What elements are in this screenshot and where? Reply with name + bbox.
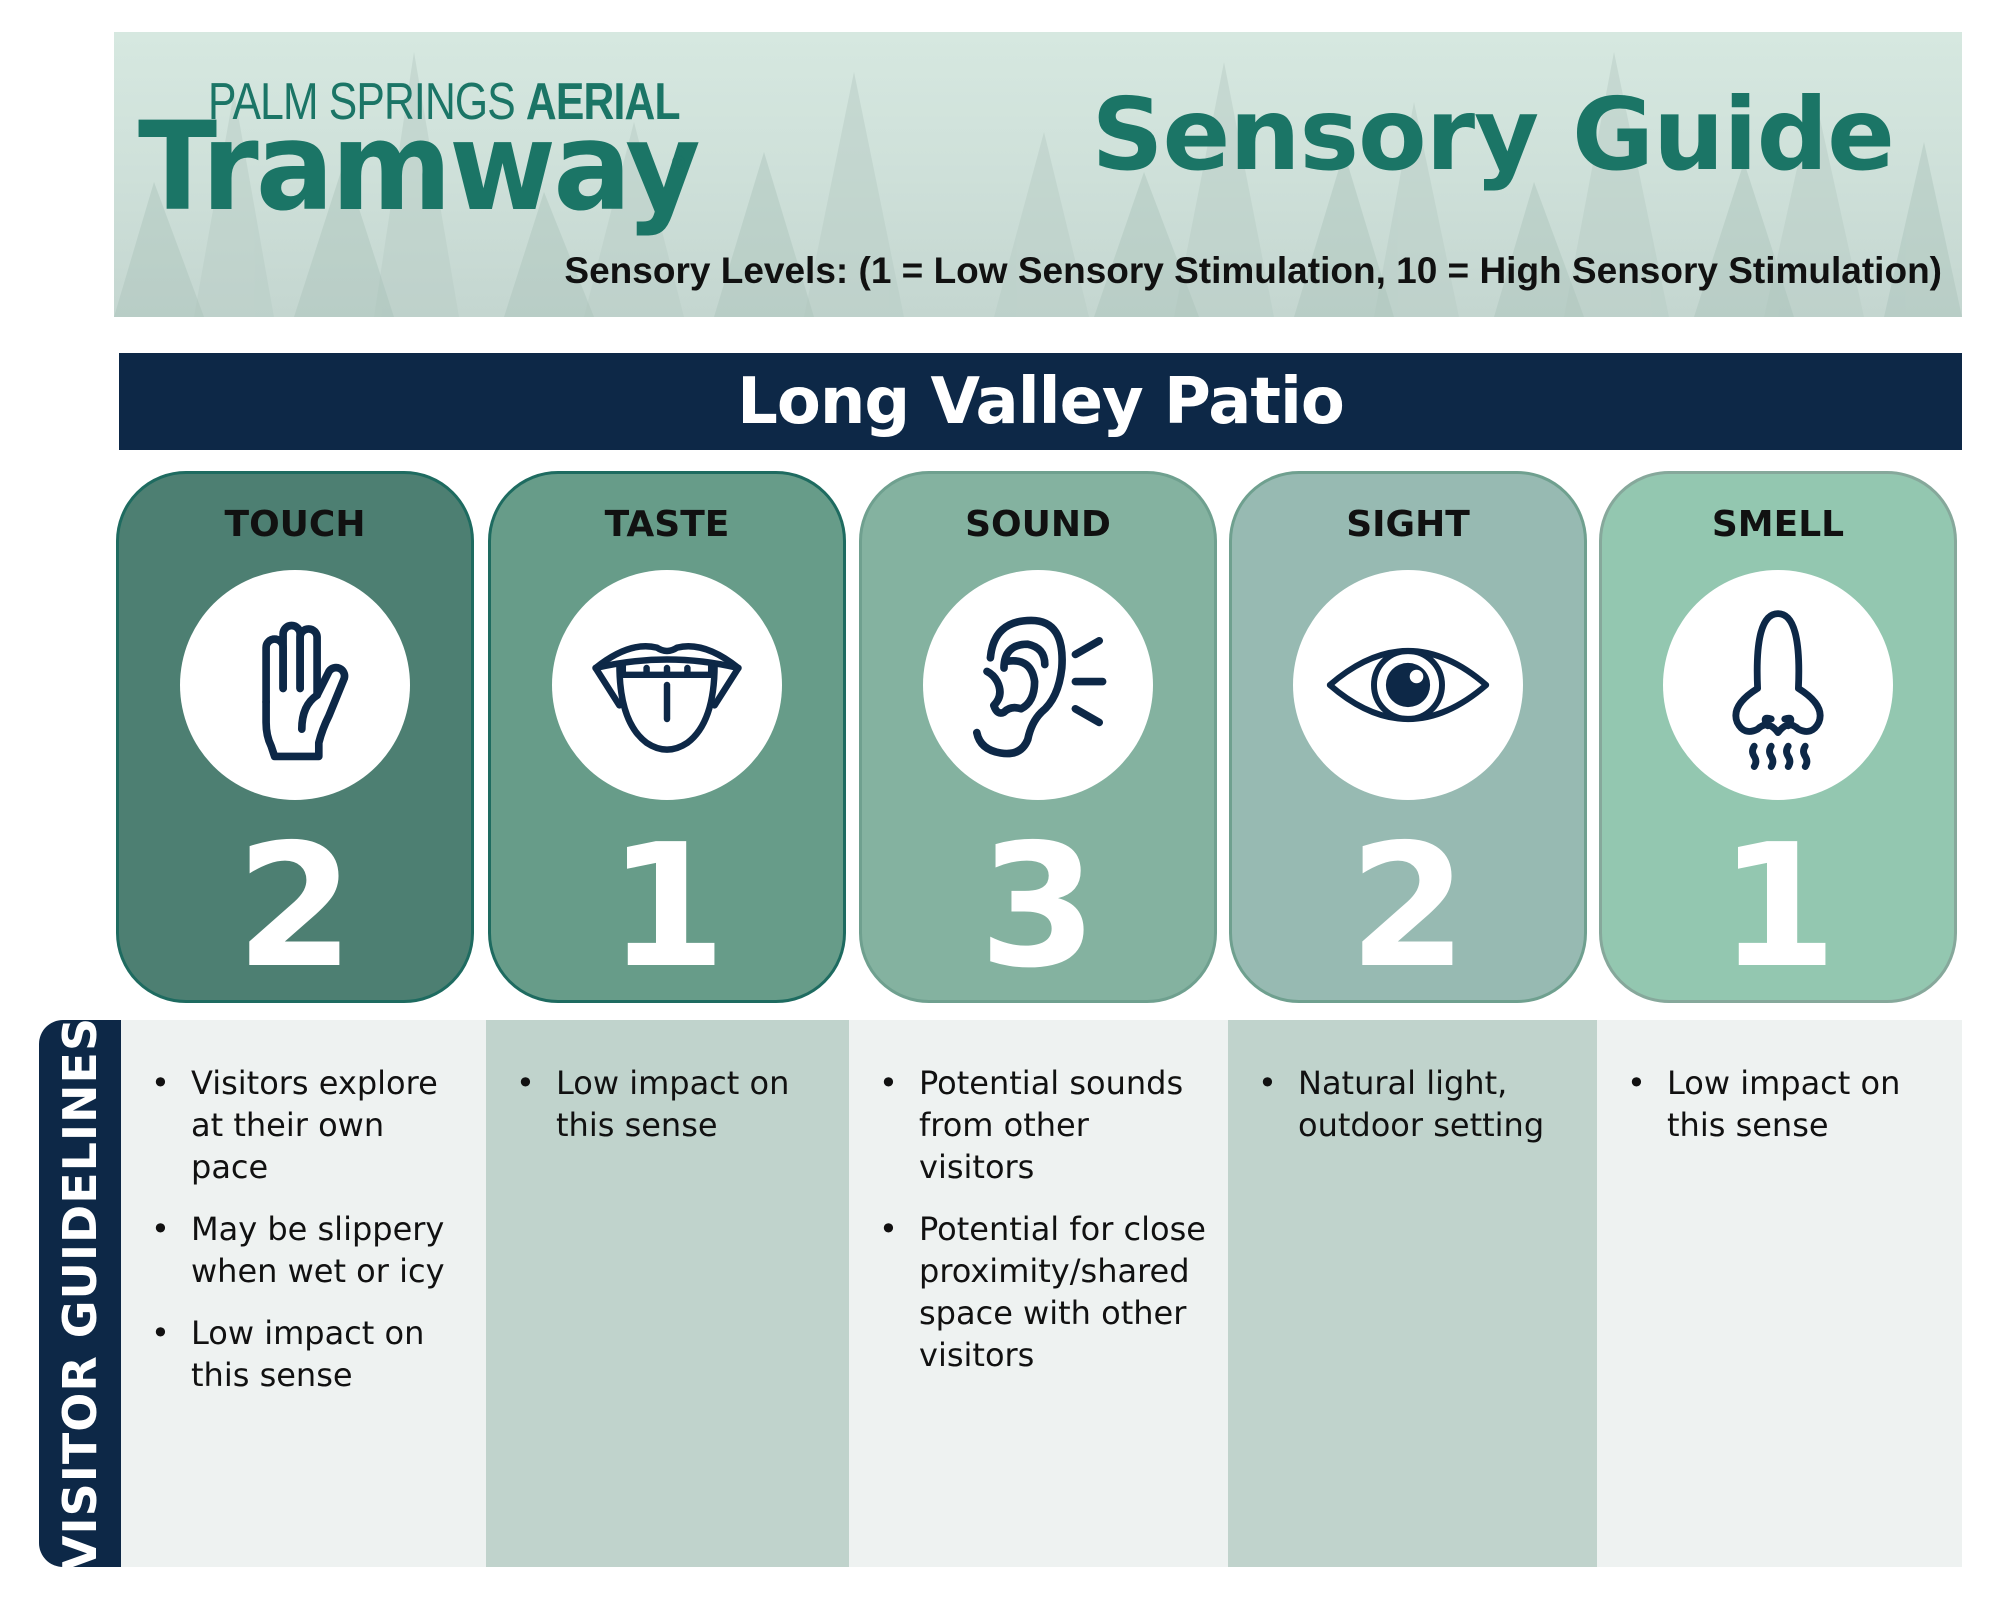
sense-label: SOUND: [965, 504, 1111, 545]
icon-circle: [1293, 570, 1523, 800]
registered-mark: ®: [672, 152, 686, 172]
guidelines-column-sound: •Potential sounds from other visitors •P…: [849, 1020, 1228, 1567]
location-title: Long Valley Patio: [737, 364, 1345, 439]
sense-level: 1: [607, 808, 727, 1006]
tramway-logo: PALM SPRINGS AERIAL Tramway ®: [138, 72, 701, 252]
guidelines-column-taste: •Low impact on this sense: [486, 1020, 849, 1567]
page-title: Sensory Guide: [1091, 76, 1895, 193]
sense-label: SIGHT: [1346, 504, 1470, 545]
guideline-item: •Potential for close proximity/shared sp…: [879, 1210, 1206, 1374]
icon-circle: [180, 570, 410, 800]
ear-icon: [972, 616, 1107, 758]
sense-level: 2: [235, 808, 355, 1006]
location-bar: Long Valley Patio: [119, 353, 1962, 450]
guideline-item: •Visitors explore at their own pace: [151, 1064, 438, 1186]
icon-circle: [552, 570, 782, 800]
logo-wordmark: Tramway: [138, 96, 701, 238]
sense-level: 3: [978, 808, 1098, 1006]
header-banner: PALM SPRINGS AERIAL Tramway ® Sensory Gu…: [114, 32, 1962, 317]
guideline-item: •Low impact on this sense: [516, 1064, 790, 1144]
hand-icon: [262, 621, 349, 761]
visitor-guidelines-label: VISITOR GUIDELINES: [53, 1016, 107, 1571]
sense-label: TASTE: [604, 504, 730, 545]
visitor-guidelines-tab: VISITOR GUIDELINES: [39, 1016, 121, 1571]
guideline-item: •May be slippery when wet or icy: [151, 1210, 445, 1290]
tongue-icon: [592, 643, 742, 753]
guideline-item: •Low impact on this sense: [151, 1314, 425, 1394]
sense-card-smell: SMELL 1: [1599, 471, 1957, 1003]
guidelines-column-smell: •Low impact on this sense: [1597, 1020, 1962, 1567]
forest-background: [114, 52, 1962, 317]
sense-card-sound: SOUND 3: [859, 471, 1217, 1003]
sense-card-touch: TOUCH 2: [116, 471, 474, 1003]
icon-circle: [1663, 570, 1893, 800]
sense-level: 1: [1718, 808, 1838, 1006]
logo-top-line: PALM SPRINGS AERIAL: [208, 73, 681, 131]
sense-level: 2: [1348, 808, 1468, 1006]
sensory-scale-legend: Sensory Levels: (1 = Low Sensory Stimula…: [564, 250, 1942, 291]
nose-icon: [1732, 610, 1824, 770]
guideline-item: •Natural light, outdoor setting: [1258, 1064, 1545, 1144]
sense-card-taste: TASTE 1: [488, 471, 846, 1003]
guidelines-column-sight: •Natural light, outdoor setting: [1228, 1020, 1597, 1567]
guideline-item: •Low impact on this sense: [1627, 1064, 1901, 1144]
icon-circle: [923, 570, 1153, 800]
sense-card-sight: SIGHT 2: [1229, 471, 1587, 1003]
guideline-item: •Potential sounds from other visitors: [879, 1064, 1184, 1186]
eye-icon: [1326, 648, 1490, 722]
sense-label: SMELL: [1711, 504, 1845, 545]
guidelines-column-touch: •Visitors explore at their own pace •May…: [121, 1020, 486, 1567]
sense-label: TOUCH: [224, 504, 366, 545]
